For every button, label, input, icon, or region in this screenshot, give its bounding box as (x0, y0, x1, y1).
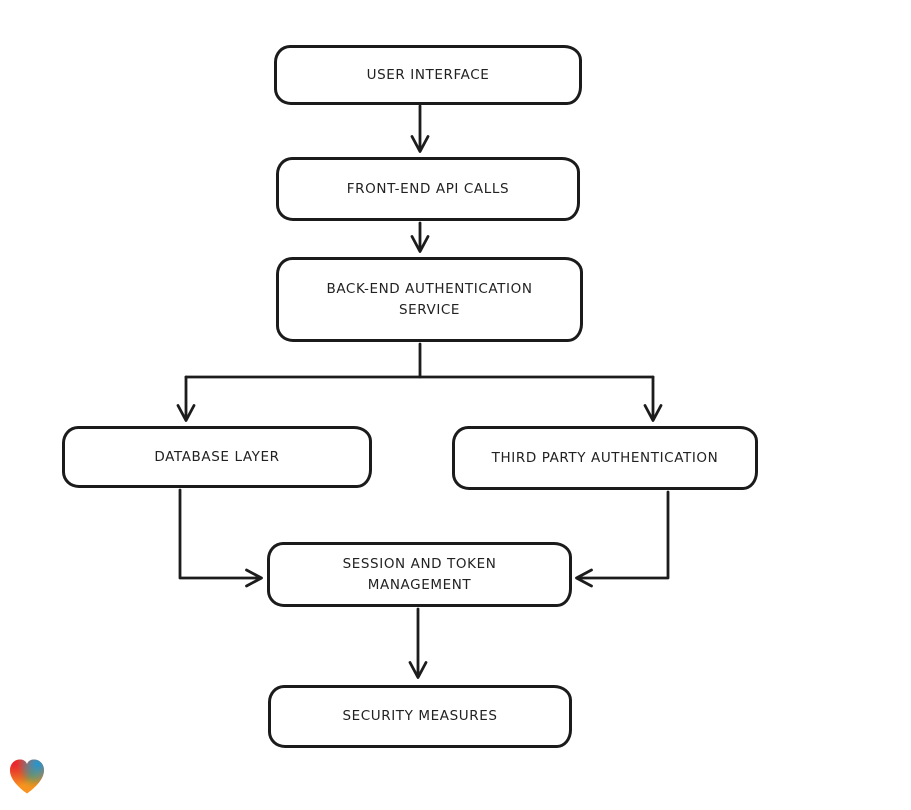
edge-user-interface-to-front-end-api-calls (410, 104, 430, 153)
node-security-measures[interactable]: SECURITY MEASURES (268, 685, 572, 748)
node-back-end-authentication-service[interactable]: BACK-END AUTHENTICATION SERVICE (276, 257, 583, 342)
node-session-and-token-management[interactable]: SESSION AND TOKEN MANAGEMENT (267, 542, 572, 607)
node-session-and-token-management-label: SESSION AND TOKEN MANAGEMENT (342, 555, 497, 593)
node-security-measures-label: SECURITY MEASURES (342, 708, 498, 725)
node-front-end-api-calls[interactable]: FRONT-END API CALLS (276, 157, 580, 221)
edge-back-end-authentication-service-branch (176, 342, 663, 422)
heart-icon[interactable] (8, 758, 46, 796)
edge-third-party-authentication-to-session-and-token-management (575, 490, 670, 588)
edge-front-end-api-calls-to-back-end-authentication-service (410, 221, 430, 253)
node-database-layer-label: DATABASE LAYER (154, 448, 280, 465)
node-front-end-api-calls-label: FRONT-END API CALLS (346, 180, 510, 197)
edge-session-and-token-management-to-security-measures (408, 607, 428, 679)
node-user-interface[interactable]: USER INTERFACE (274, 45, 582, 105)
node-user-interface-label: USER INTERFACE (366, 66, 490, 83)
node-back-end-authentication-service-label: BACK-END AUTHENTICATION SERVICE (326, 280, 533, 318)
node-third-party-authentication-label: THIRD PARTY AUTHENTICATION (491, 449, 719, 466)
node-third-party-authentication[interactable]: THIRD PARTY AUTHENTICATION (452, 426, 758, 490)
edge-database-layer-to-session-and-token-management (178, 488, 263, 588)
node-database-layer[interactable]: DATABASE LAYER (62, 426, 372, 488)
